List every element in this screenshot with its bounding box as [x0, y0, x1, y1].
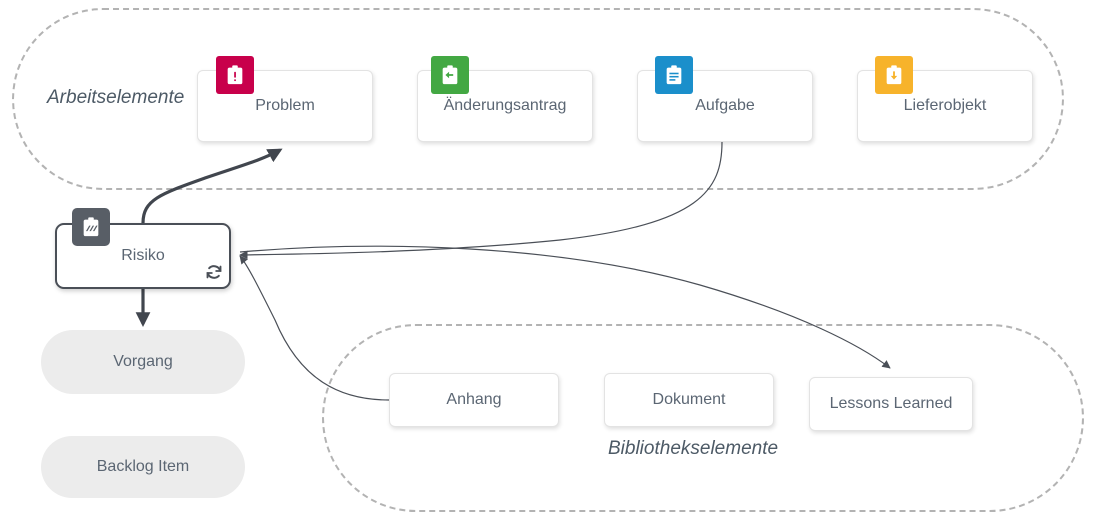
group-label-arbeitselemente: Arbeitselemente	[47, 87, 185, 108]
card-lessons-learned[interactable]: Lessons Learned	[809, 377, 973, 431]
node-label-backlog-item: Backlog Item	[96, 458, 190, 475]
node-backlog-item[interactable]: Backlog Item	[41, 436, 245, 498]
card-label-dokument: Dokument	[652, 391, 726, 408]
card-label-aufgabe: Aufgabe	[695, 97, 755, 114]
clipboard-list-icon	[655, 56, 693, 94]
clipboard-arrow-down-icon	[875, 56, 913, 94]
node-vorgang[interactable]: Vorgang	[41, 330, 245, 394]
node-label-vorgang: Vorgang	[113, 353, 173, 370]
card-label-lieferobjekt: Lieferobjekt	[903, 97, 987, 114]
clipboard-risk-icon	[72, 208, 110, 246]
card-label-lessons-learned: Lessons Learned	[829, 395, 953, 412]
clipboard-arrow-left-icon	[431, 56, 469, 94]
clipboard-exclamation-icon	[216, 56, 254, 94]
card-label-aenderungsantrag: Änderungsantrag	[443, 97, 567, 114]
node-label-risiko: Risiko	[121, 247, 165, 264]
card-dokument[interactable]: Dokument	[604, 373, 774, 427]
card-label-anhang: Anhang	[446, 391, 502, 408]
card-label-problem: Problem	[255, 97, 315, 114]
refresh-sync-icon[interactable]	[203, 261, 225, 283]
card-anhang[interactable]: Anhang	[389, 373, 559, 427]
group-label-bibliothekselemente: Bibliothekselemente	[608, 438, 779, 459]
